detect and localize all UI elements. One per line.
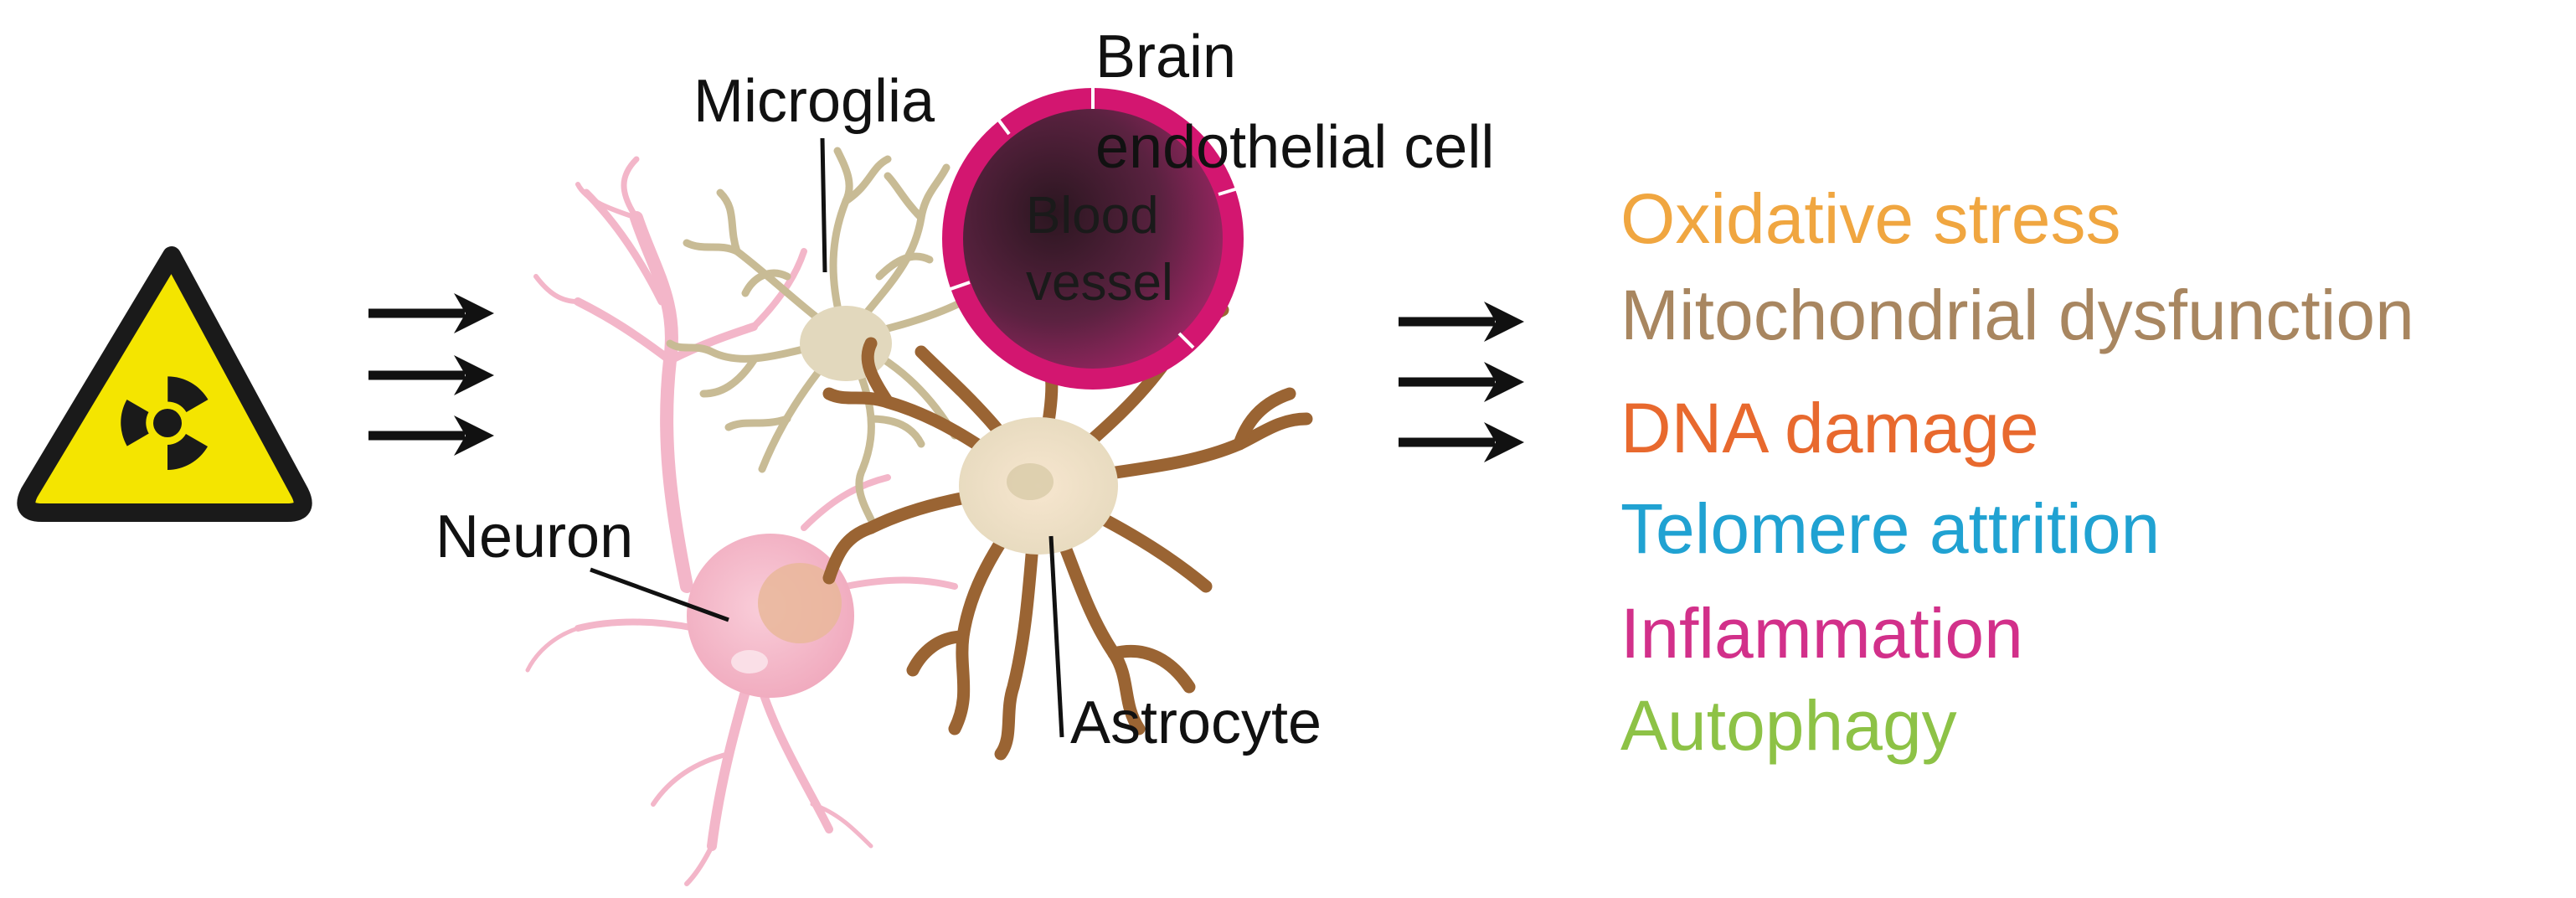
outcome-mitochondrial-dysfunction: Mitochondrial dysfunction xyxy=(1620,276,2414,354)
blood-label: Blood xyxy=(1026,187,1159,245)
brain-label: Brain xyxy=(1095,23,1236,90)
arrow-in-3 xyxy=(368,415,494,456)
outgoing-arrows-icon xyxy=(1399,302,1524,462)
arrow-out-2 xyxy=(1399,362,1524,402)
microglia-leader xyxy=(820,137,827,273)
arrow-in-1 xyxy=(368,293,494,333)
neuron-label: Neuron xyxy=(435,503,633,570)
arrow-out-3 xyxy=(1399,422,1524,462)
blood-vessel: Blood vessel xyxy=(942,88,1244,390)
outcome-telomere-attrition: Telomere attrition xyxy=(1620,489,2160,568)
vessel-label: vessel xyxy=(1026,254,1173,312)
incoming-arrows-icon xyxy=(368,293,494,456)
outcome-inflammation: Inflammation xyxy=(1620,594,2023,673)
astrocyte-label: Astrocyte xyxy=(1070,689,1321,756)
microglia-label: Microglia xyxy=(693,68,935,135)
arrow-out-1 xyxy=(1399,302,1524,342)
microglia-soma xyxy=(800,306,892,381)
arrow-in-2 xyxy=(368,355,494,395)
neuron-leader xyxy=(590,567,729,622)
outcome-oxidative-stress: Oxidative stress xyxy=(1620,179,2121,258)
endothelial-cell-label: endothelial cell xyxy=(1095,114,1494,181)
astrocyte-leader xyxy=(1048,535,1064,738)
neuron-nucleus xyxy=(758,563,842,643)
radiation-hazard-icon xyxy=(17,246,312,522)
outcome-dna-damage: DNA damage xyxy=(1620,389,2039,467)
outcome-autophagy: Autophagy xyxy=(1620,686,1957,765)
outcome-list: Oxidative stress Mitochondrial dysfuncti… xyxy=(1620,179,2414,765)
